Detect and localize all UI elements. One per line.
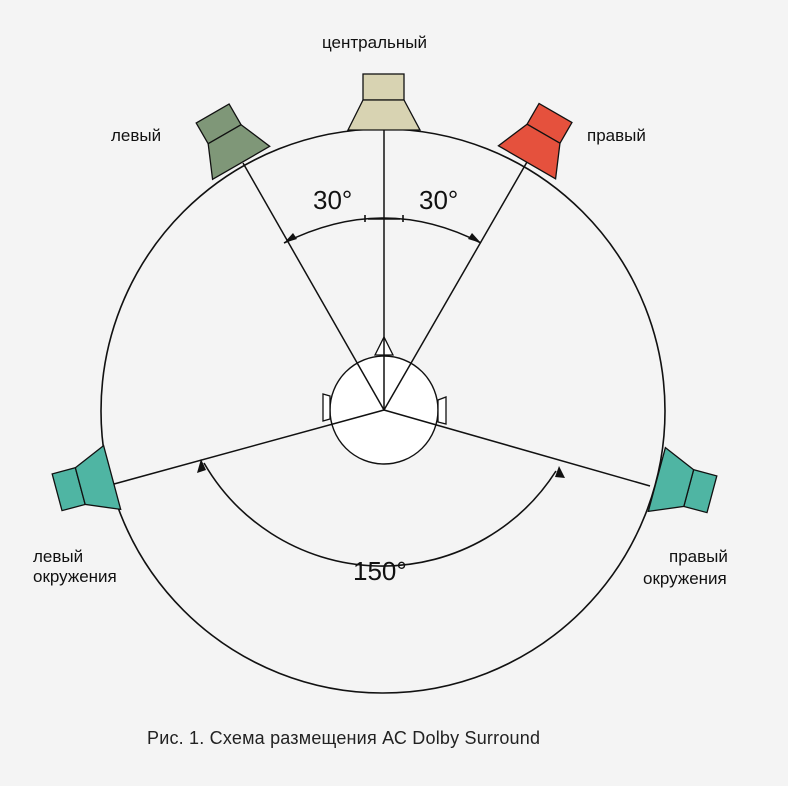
surround-arrow-left [197,459,206,473]
surround-arrow-right [555,466,565,478]
arc-arrow-right [468,233,481,243]
right-angle-label: 30° [419,185,459,215]
left-surround-speaker-icon [51,444,122,512]
right-speaker-label: правый [587,126,646,145]
right-surround-speaker-icon [647,446,718,514]
right-surround-label-line1: правый [669,547,728,566]
surround-angle-arc [203,462,557,567]
right-speaker-icon [497,102,573,180]
center-speaker-icon [346,73,422,131]
right-surround-label-line2: окружения [643,569,727,588]
front-angle-arc [283,215,482,244]
arc-arrow-left [284,233,297,243]
surround-angle-label: 150° [353,556,407,586]
left-angle-label: 30° [313,185,353,215]
left-speaker-icon [195,103,271,181]
figure-caption: Рис. 1. Схема размещения АС Dolby Surrou… [147,728,541,748]
left-speaker-label: левый [111,126,162,145]
left-surround-label-line2: окружения [33,567,117,586]
left-surround-label-line1: левый [33,547,84,566]
center-speaker-label: центральный [322,33,427,52]
direction-lines [113,130,651,487]
